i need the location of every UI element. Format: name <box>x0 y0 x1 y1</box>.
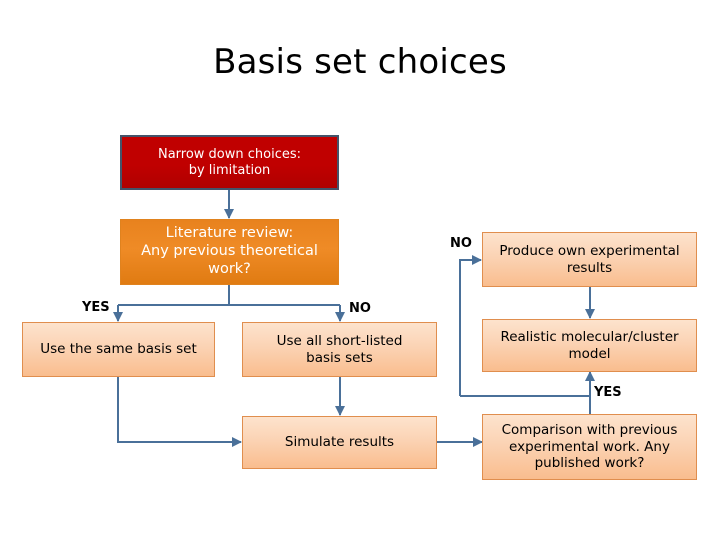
node-produce-own-experimental-results[interactable]: Produce own experimental results <box>482 232 697 287</box>
page-title: Basis set choices <box>213 42 507 82</box>
node-comparison-line1: Comparison with previous <box>501 422 678 439</box>
node-narrow-down-choices[interactable]: Narrow down choices: by limitation <box>120 135 339 190</box>
node-short-list-line1: Use all short-listed <box>276 333 403 350</box>
node-realistic-line1: Realistic molecular/cluster <box>500 329 679 346</box>
node-realistic-molecular-cluster-model[interactable]: Realistic molecular/cluster model <box>482 319 697 372</box>
connector-no-to-produce-exp <box>459 255 482 396</box>
node-comparison-line2: experimental work. Any <box>509 438 670 455</box>
node-literature-line3: work? <box>208 260 251 277</box>
node-simulate-results[interactable]: Simulate results <box>242 416 437 469</box>
edge-label-yes-right: YES <box>594 385 622 400</box>
node-produce-exp-line2: results <box>566 259 613 276</box>
node-realistic-line2: model <box>568 345 611 362</box>
connector-same-basis-to-simulate <box>117 377 242 447</box>
edge-label-no-center: NO <box>349 301 371 316</box>
node-literature-review[interactable]: Literature review: Any previous theoreti… <box>120 219 339 285</box>
node-comparison-line3: published work? <box>534 455 645 472</box>
node-use-all-short-listed[interactable]: Use all short-listed basis sets <box>242 322 437 377</box>
node-narrow-line1: Narrow down choices: <box>157 146 302 162</box>
node-produce-exp-line1: Produce own experimental <box>499 243 680 260</box>
node-narrow-line2: by limitation <box>188 162 271 178</box>
node-simulate-label: Simulate results <box>284 434 395 451</box>
node-same-basis-label: Use the same basis set <box>40 341 197 358</box>
node-literature-line2: Any previous theoretical <box>141 243 318 260</box>
node-literature-line1: Literature review: <box>165 225 294 242</box>
node-short-list-line2: basis sets <box>306 349 373 366</box>
edge-label-yes-left: YES <box>82 300 110 315</box>
node-comparison-with-previous-work[interactable]: Comparison with previous experimental wo… <box>482 414 697 480</box>
node-use-same-basis-set[interactable]: Use the same basis set <box>22 322 215 377</box>
edge-label-no-right: NO <box>450 236 472 251</box>
